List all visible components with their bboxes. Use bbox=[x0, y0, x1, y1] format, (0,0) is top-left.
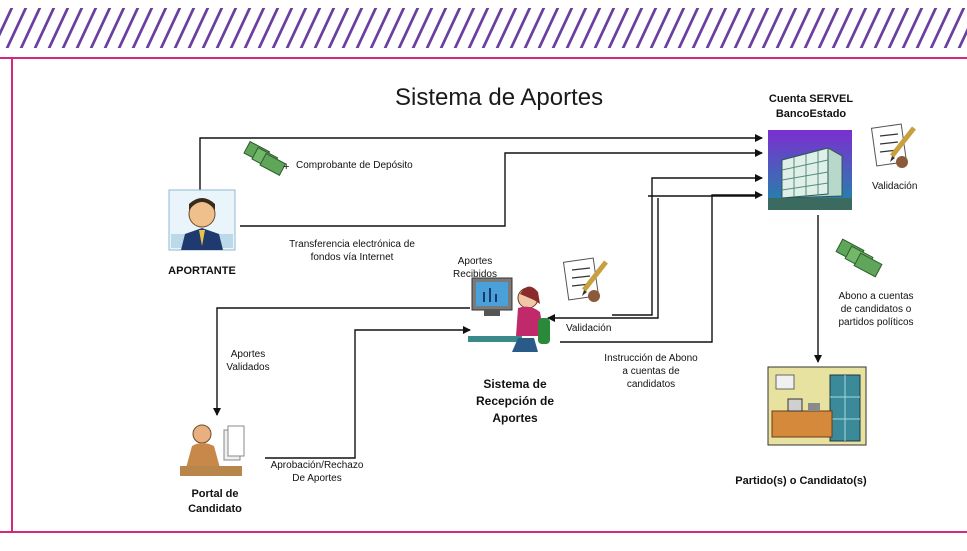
page-title: Sistema de Aportes bbox=[395, 84, 604, 111]
abono-line3: partidos políticos bbox=[838, 317, 914, 328]
aprobacion-line1: Aprobación/Rechazo bbox=[270, 460, 364, 471]
sistema-line1: Sistema de bbox=[483, 377, 547, 391]
portal-line2: Candidato bbox=[188, 503, 242, 515]
instruccion-line3: candidatos bbox=[626, 379, 676, 390]
bank-building-icon bbox=[768, 130, 852, 210]
flow-arrows bbox=[199, 134, 822, 459]
arrow-validacion-to-sistema bbox=[547, 198, 659, 322]
aprobacion-line2: De Aportes bbox=[292, 473, 342, 484]
validacion-top-label: Validación bbox=[872, 181, 918, 192]
aprobacion-label: Aprobación/Rechazo De Aportes bbox=[262, 459, 372, 485]
transferencia-line2: fondos vía Internet bbox=[310, 252, 394, 263]
transferencia-line1: Transferencia electrónica de bbox=[289, 239, 415, 250]
aportes-validados-line2: Validados bbox=[226, 362, 270, 373]
cuenta-line2: BancoEstado bbox=[775, 108, 847, 120]
sistema-recepcion-label: Sistema de Recepción de Aportes bbox=[460, 376, 570, 427]
sistema-line2: Recepción de bbox=[475, 394, 555, 408]
arrow-instruccion bbox=[560, 191, 763, 343]
aportes-validados-line1: Aportes bbox=[230, 349, 266, 360]
arrow-transferencia bbox=[240, 149, 763, 227]
instruccion-line1: Instrucción de Abono bbox=[604, 353, 698, 364]
comprobante-label: Comprobante de Depósito bbox=[296, 160, 413, 171]
cuenta-line1: Cuenta SERVEL bbox=[768, 93, 854, 105]
money-icon bbox=[835, 238, 883, 278]
sistema-line3: Aportes bbox=[492, 411, 538, 425]
hatch-band bbox=[0, 8, 967, 48]
arrow-aprobacion bbox=[265, 326, 471, 459]
office-worker-icon bbox=[180, 424, 245, 476]
portal-line1: Portal de bbox=[191, 488, 239, 500]
aportes-validados-label: Aportes Validados bbox=[210, 348, 286, 374]
aportes-recibidos-label: Aportes Recibidos bbox=[440, 255, 510, 281]
aportes-recibidos-line2: Recibidos bbox=[453, 269, 497, 280]
computer-user-icon bbox=[468, 277, 550, 352]
aportante-label: APORTANTE bbox=[168, 265, 236, 277]
portal-candidato-label: Portal de Candidato bbox=[170, 487, 260, 517]
businessman-icon bbox=[168, 189, 236, 251]
office-desk-icon bbox=[767, 366, 867, 446]
money-icon bbox=[243, 140, 287, 177]
abono-label: Abono a cuentas de candidatos o partidos… bbox=[820, 290, 932, 329]
arrow-aportes-recibidos bbox=[612, 174, 763, 316]
validacion-mid-label: Validación bbox=[566, 323, 612, 334]
abono-line1: Abono a cuentas bbox=[838, 291, 914, 302]
partido-candidato-label: Partido(s) o Candidato(s) bbox=[735, 475, 867, 487]
arrow-comprobante bbox=[199, 134, 763, 190]
abono-line2: de candidatos o bbox=[840, 304, 912, 315]
validation-checklist-icon bbox=[870, 123, 916, 168]
validation-checklist-icon bbox=[562, 257, 608, 302]
frame bbox=[0, 57, 967, 533]
arrow-aportes-validados bbox=[213, 307, 470, 416]
instruccion-label: Instrucción de Abono a cuentas de candid… bbox=[588, 352, 714, 391]
cuenta-servel-label: Cuenta SERVEL BancoEstado bbox=[746, 92, 876, 122]
aportes-recibidos-line1: Aportes bbox=[457, 256, 493, 267]
plus-sign: + bbox=[283, 161, 289, 173]
transferencia-label: Transferencia electrónica de fondos vía … bbox=[262, 238, 442, 264]
instruccion-line2: a cuentas de bbox=[622, 366, 680, 377]
